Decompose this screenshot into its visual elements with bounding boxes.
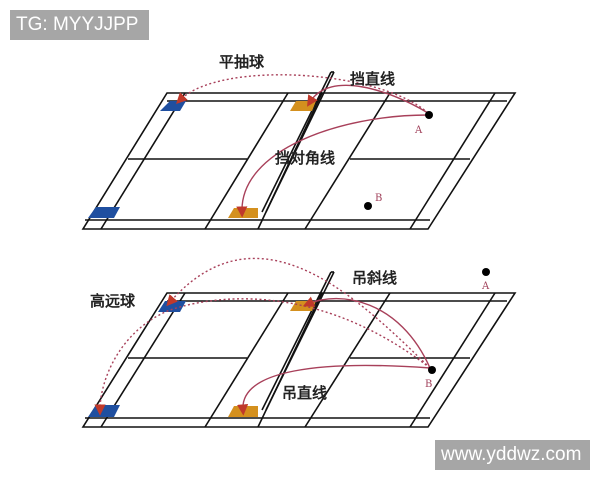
point-a-label: A [414,125,423,136]
player-point-b [364,202,372,210]
court-bottom [81,271,517,428]
trajectories-bottom [94,257,431,416]
label-clear: 高远球 [90,292,136,310]
label-cross-drop: 吊斜线 [352,269,397,287]
trajectories-top [176,74,429,218]
target-zone-blue [88,207,120,218]
target-zone-blue [158,301,186,312]
target-zone-blue [160,101,186,111]
point-b-label: B [375,193,382,204]
label-diagonal-block: 挡对角线 [275,149,335,167]
player-point-a [482,268,490,276]
watermark-bottom: www.yddwz.com [435,440,590,470]
target-zone-orange [228,208,258,218]
label-straight-drop: 吊直线 [282,384,327,402]
target-zone-orange [290,101,316,111]
point-b-label: B [425,379,432,390]
watermark-top: TG: MYYJJPP [10,10,149,40]
point-a-label: A [481,281,490,292]
court-top [81,71,517,230]
target-zone-blue [88,405,120,417]
player-point-b [428,366,436,374]
player-point-a [425,111,433,119]
label-straight-block: 挡直线 [350,70,395,88]
label-flat-drive: 平抽球 [219,53,265,71]
